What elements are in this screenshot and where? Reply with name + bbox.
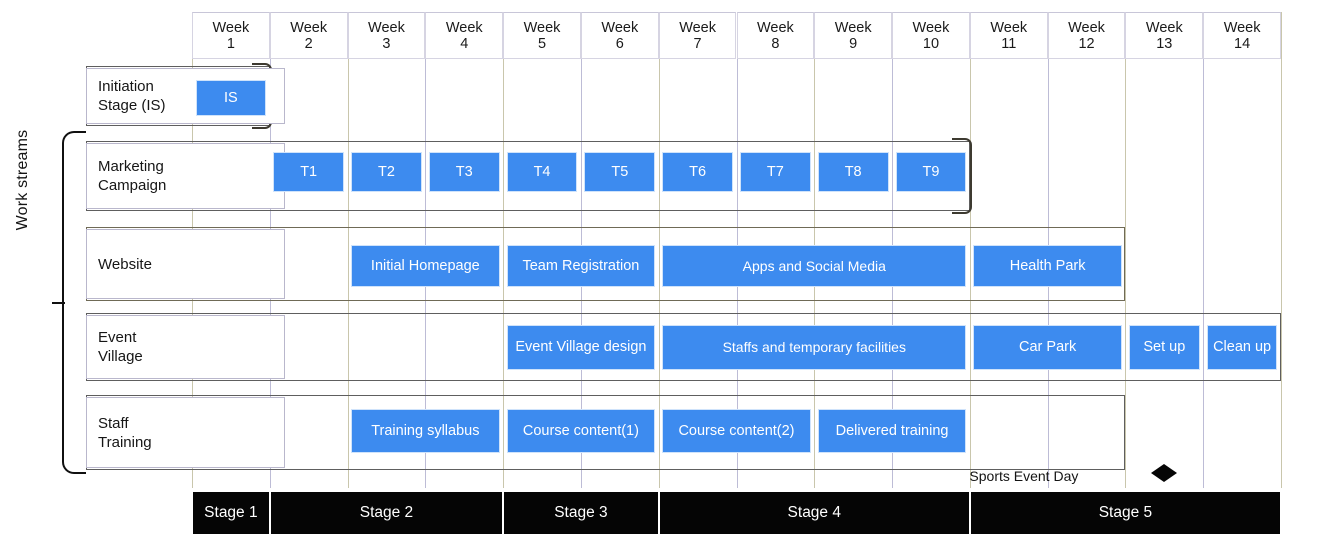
task-bar[interactable]: T3 <box>428 152 500 192</box>
work-streams-axis-label-text: Work streams <box>14 129 31 231</box>
task-bar[interactable]: Staffs and temporary facilities <box>662 325 967 370</box>
gridline <box>1125 12 1127 488</box>
stage-cell[interactable]: Stage 1 <box>192 491 270 535</box>
row-bracket <box>951 138 972 214</box>
gridline <box>347 12 349 488</box>
gridline <box>658 12 660 488</box>
task-bar[interactable]: Apps and Social Media <box>662 245 967 287</box>
milestone-diamond-icon <box>1151 464 1178 482</box>
stage-cell[interactable]: Stage 4 <box>658 491 970 535</box>
task-bar[interactable]: T4 <box>506 152 578 192</box>
task-bar[interactable]: Car Park <box>973 325 1122 370</box>
task-bar[interactable]: Team Registration <box>506 245 656 287</box>
task-bar[interactable]: Set up <box>1128 325 1200 370</box>
row-label-3: Website <box>86 229 285 299</box>
task-bar[interactable]: Event Village design <box>506 325 656 370</box>
gridline <box>1281 12 1282 488</box>
stage-cell[interactable]: Stage 5 <box>969 491 1281 535</box>
task-bar[interactable]: Clean up <box>1206 325 1278 370</box>
task-bar[interactable]: Initial Homepage <box>351 245 500 287</box>
gridline <box>1203 12 1205 488</box>
work-streams-axis-label: Work streams <box>14 0 32 231</box>
task-bar[interactable]: T6 <box>662 152 733 192</box>
task-bar[interactable]: T7 <box>740 152 811 192</box>
gridline <box>503 12 505 488</box>
gridline <box>969 12 971 488</box>
task-bar[interactable]: Health Park <box>973 245 1122 287</box>
task-bar[interactable]: IS <box>195 80 267 116</box>
row-label-text: Website <box>98 255 152 273</box>
task-bar[interactable]: T8 <box>817 152 889 192</box>
stage-cell[interactable]: Stage 3 <box>503 491 659 535</box>
work-streams-brace <box>62 131 86 474</box>
task-bar[interactable]: T9 <box>895 152 967 192</box>
task-bar[interactable]: T2 <box>351 152 422 192</box>
task-bar[interactable]: Course content(1) <box>506 409 656 453</box>
milestone-label: Sports Event Day <box>969 468 1079 484</box>
task-bar[interactable]: T5 <box>584 152 656 192</box>
task-bar[interactable]: Course content(2) <box>662 409 811 453</box>
task-bar[interactable]: Delivered training <box>817 409 967 453</box>
task-bar[interactable]: T1 <box>273 152 345 192</box>
stage-cell[interactable]: Stage 2 <box>269 491 504 535</box>
task-bar[interactable]: Training syllabus <box>351 409 500 453</box>
